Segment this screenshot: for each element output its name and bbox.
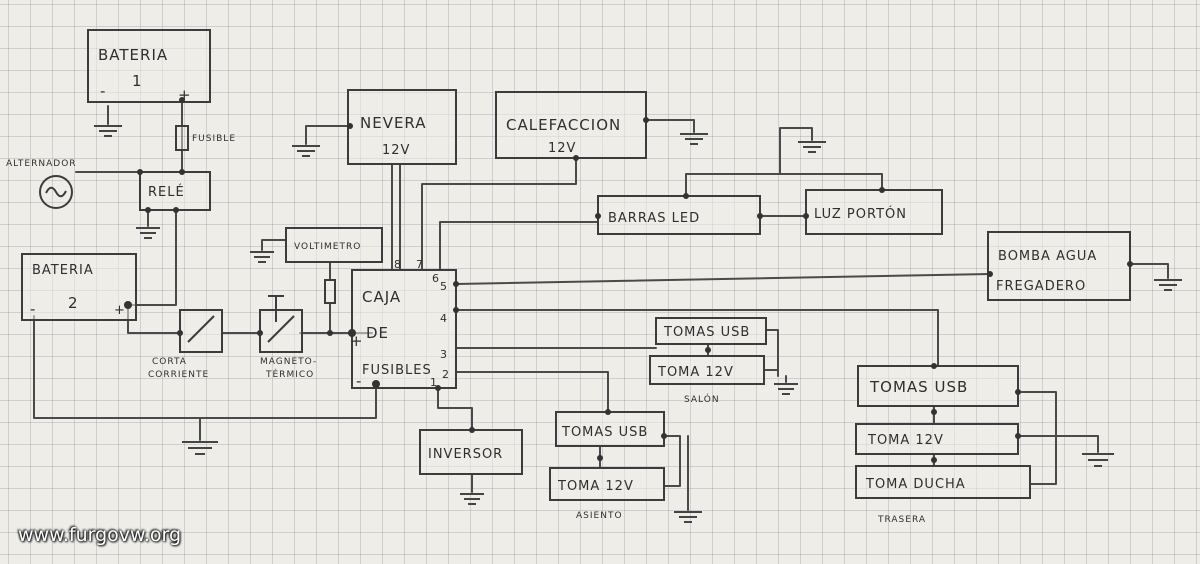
ground-symbol [250,251,274,263]
fridge-line2: 12V [382,143,410,158]
rear-shower-label: TOMA DUCHA [865,477,966,492]
fuse-battery-1: FUSIBLE [175,125,236,151]
alternator: ALTERNADOR [6,159,77,209]
circuit-breaker: MAGNETO- TÉRMICO [259,295,317,380]
pin-8: 8 [394,258,401,271]
alternator-label: ALTERNADOR [6,159,77,169]
rear-12v-label: TOMA 12V [867,433,944,448]
salon-usb-label: TOMAS USB [663,325,750,340]
ground-symbol [798,141,826,153]
door-light: LUZ PORTÓN [805,189,943,235]
battery-2-title: BATERIA [32,263,94,278]
pin-6: 6 [432,272,439,285]
heater-line1: CALEFACCION [506,116,621,134]
salon-outlets: TOMAS USB TOMA 12V SALÓN [649,317,767,405]
watermark: www.furgovw.org [18,524,182,546]
ground-symbol [460,493,484,505]
breaker-label-line1: MAGNETO- [260,357,317,367]
fuse-box-line1: CAJA [362,288,401,306]
led-bars-label: BARRAS LED [608,211,700,226]
battery-2-minus: - [30,300,36,318]
water-pump-line1: BOMBA AGUA [998,249,1097,264]
battery-2-number: 2 [68,294,79,312]
disconnect-label-line2: CORRIENTE [148,370,209,380]
ground-symbol [1154,279,1182,291]
seat-usb-label: TOMAS USB [561,425,648,440]
salon-label: SALÓN [684,393,720,405]
seat-12v-label: TOMA 12V [557,479,634,494]
heater-line2: 12V [548,141,576,156]
fuse-label: FUSIBLE [192,134,236,144]
seat-outlets: TOMAS USB TOMA 12V ASIENTO [549,411,665,521]
seat-label: ASIENTO [576,511,623,521]
pin-1: 1 [430,376,437,389]
battery-1-minus: - [100,82,106,100]
battery-disconnect-switch: CORTA CORRIENTE [148,309,223,380]
fuse-box-line2: DE [366,324,389,342]
inverter-label: INVERSOR [428,447,503,462]
inverter: INVERSOR [419,429,523,475]
breaker-label-line2: TÉRMICO [265,368,314,380]
pin-4: 4 [440,312,447,325]
salon-12v-label: TOMA 12V [657,365,734,380]
voltmeter: VOLTIMETRO [285,227,383,304]
battery-1-number: 1 [132,72,143,90]
relay: RELÉ [139,171,211,211]
fuse-box-minus: - [356,372,362,390]
ground-symbol [674,511,702,523]
relay-label: RELÉ [148,184,185,200]
fuse-box-line3: FUSIBLES [362,363,432,378]
battery-1: BATERIA 1 - + [87,29,211,104]
ground-symbol [1082,453,1114,467]
pin-2: 2 [442,368,449,381]
rear-label: TRASERA [877,515,926,525]
battery-2: BATERIA 2 - + [21,253,137,321]
water-pump: BOMBA AGUA FREGADERO [987,231,1131,301]
fridge-line1: NEVERA [360,114,427,132]
disconnect-label-line1: CORTA [152,357,187,367]
voltmeter-fuse [324,279,336,304]
battery-2-plus: + [114,303,126,318]
wires [33,99,1169,511]
rear-usb-label: TOMAS USB [869,378,968,396]
led-bars: BARRAS LED [597,195,761,235]
pin-5: 5 [440,280,447,293]
fuse-box: CAJA DE FUSIBLES + - 8 7 6 5 4 3 2 1 [350,258,457,390]
water-pump-line2: FREGADERO [996,279,1086,294]
pin-3: 3 [440,348,447,361]
rear-outlets: TOMAS USB TOMA 12V TOMA DUCHA TRASERA [855,365,1031,525]
ground-symbol [774,383,798,395]
door-light-label: LUZ PORTÓN [814,206,907,222]
ground-symbol [94,125,122,137]
voltmeter-label: VOLTIMETRO [294,242,361,252]
ground-symbol [292,145,320,157]
ground-symbol [136,227,160,239]
ground-symbol [680,133,708,145]
heater: CALEFACCION 12V [495,91,647,159]
alternator-icon [39,175,73,209]
pin-7: 7 [416,258,423,271]
ground-symbol [182,441,218,455]
junction-dots [124,97,1133,463]
fridge: NEVERA 12V [347,89,457,165]
battery-1-title: BATERIA [98,46,168,64]
